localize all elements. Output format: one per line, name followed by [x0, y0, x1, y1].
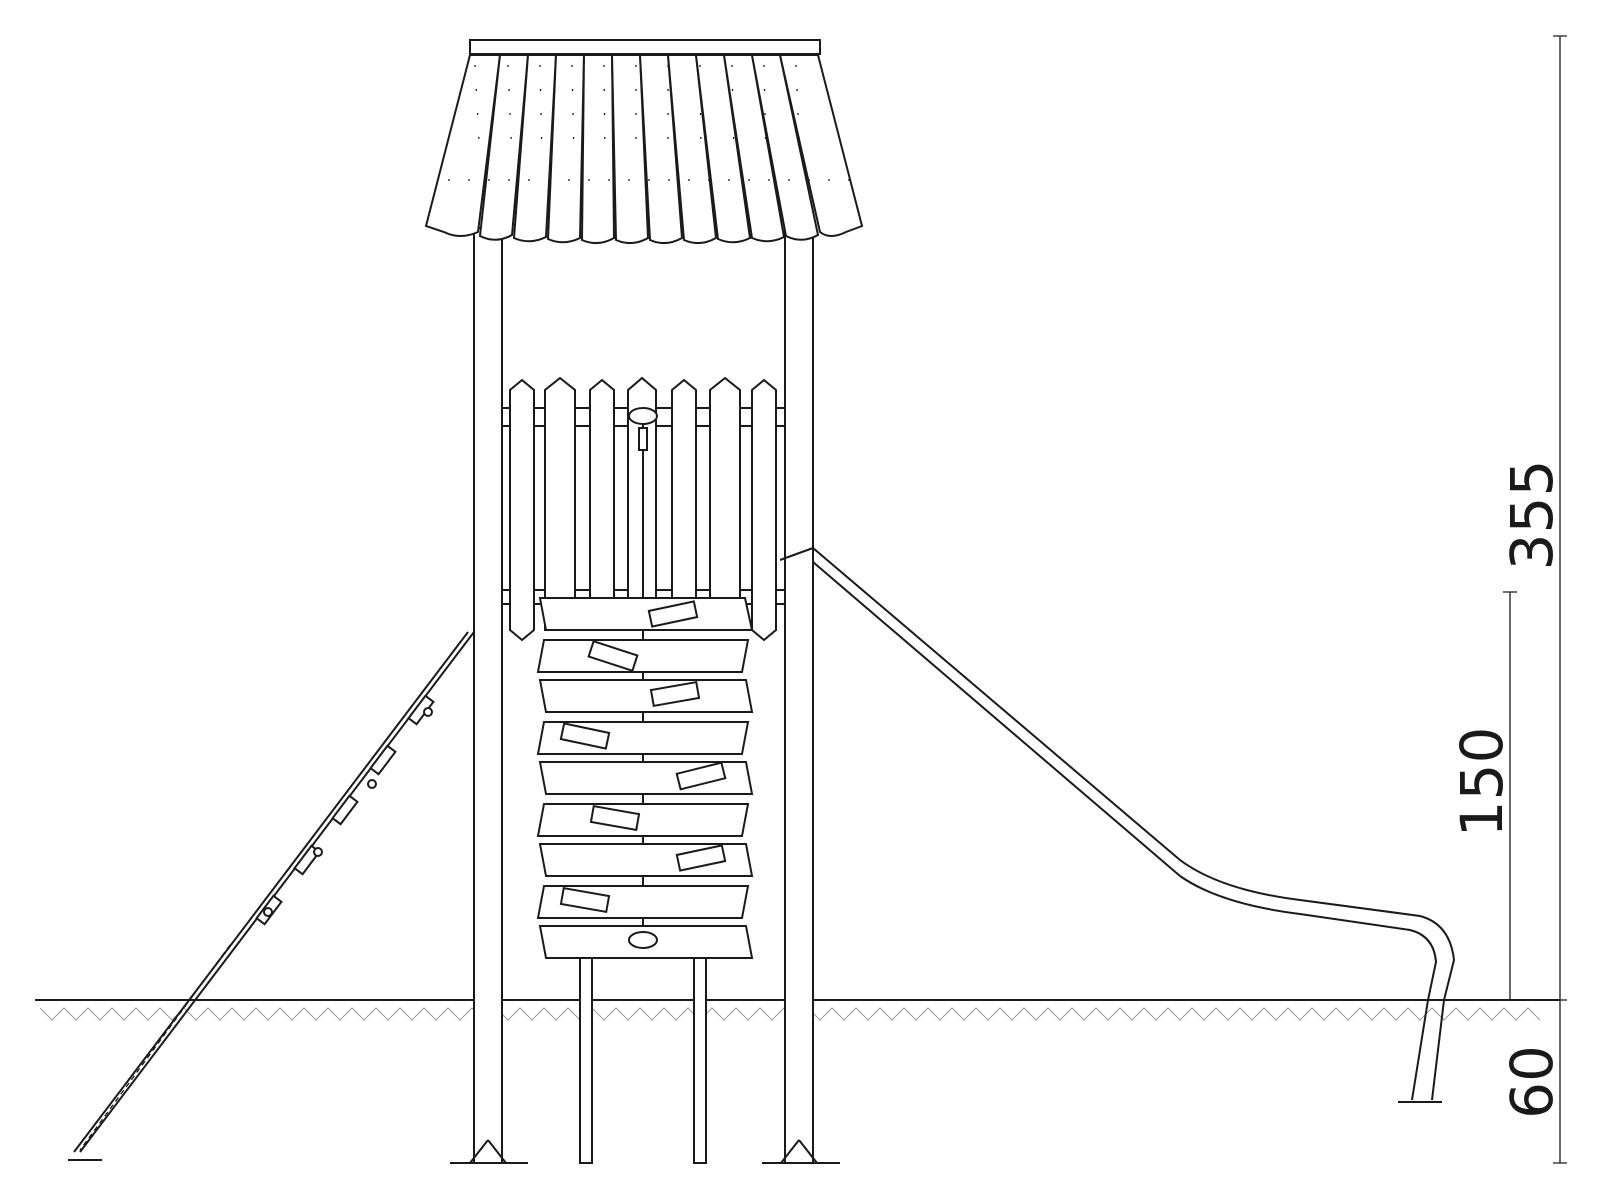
rope-anchor-top [628, 407, 658, 425]
roof-top-beam [469, 39, 821, 55]
platform-fence [501, 376, 786, 930]
platform-height-label: 150 [1448, 727, 1516, 838]
roof [424, 39, 864, 244]
climbing-wall [536, 597, 754, 1164]
total-height-label: 355 [1498, 460, 1566, 571]
roof-shingles [424, 54, 864, 244]
foundation-depth-label: 60 [1498, 1045, 1566, 1119]
climbing-rope [68, 631, 475, 1161]
dimension-lines [1503, 35, 1567, 1164]
rope-anchor-bottom [628, 931, 658, 949]
slide [779, 547, 1456, 1103]
climbing-holds [559, 600, 727, 914]
